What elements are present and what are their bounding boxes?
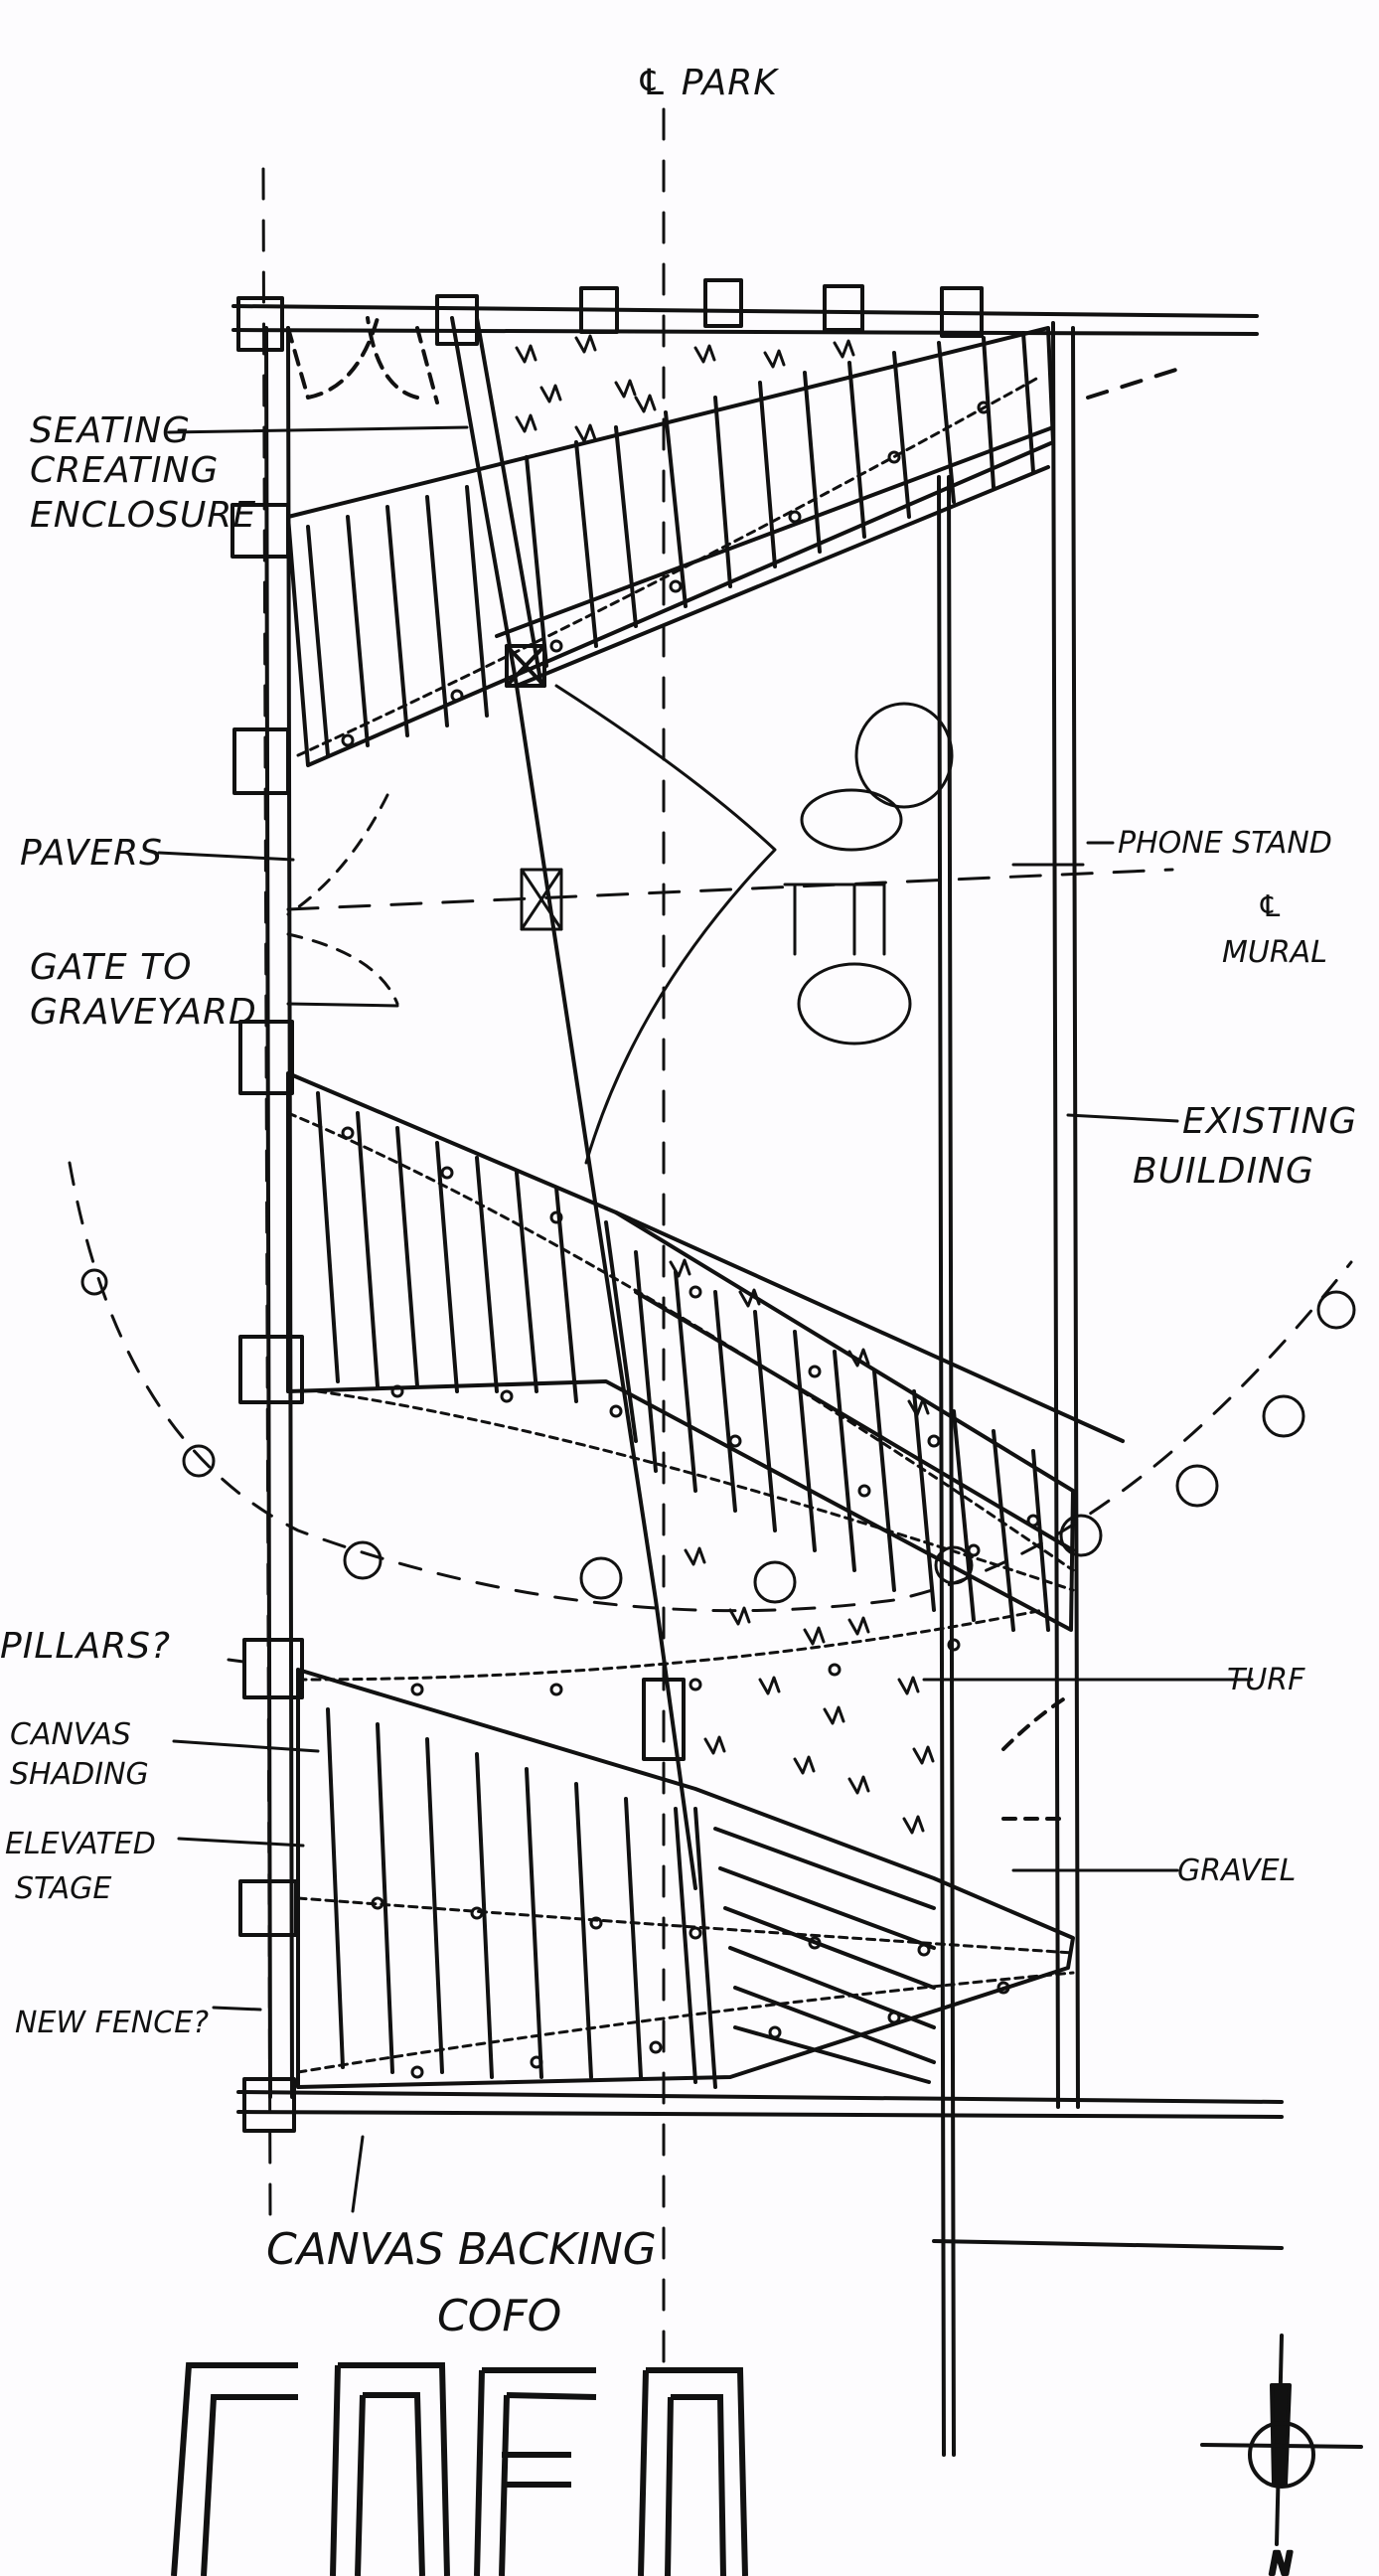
mural-label-1: ℄ bbox=[1257, 889, 1284, 924]
existing-building-label-1: EXISTING bbox=[1182, 1101, 1357, 1142]
fence-label: NEW FENCE? bbox=[15, 2006, 209, 2040]
seating-enclosure-middle bbox=[286, 1071, 1125, 1632]
canvas-backing-label: CANVAS BACKING bbox=[266, 2224, 657, 2275]
string-lights-middle bbox=[286, 1111, 1075, 1592]
post-left-3 bbox=[238, 1020, 294, 1095]
string-lights-bottom bbox=[296, 1608, 1075, 2079]
canvas-shading-label-1: CANVAS bbox=[10, 1717, 131, 1752]
annotations: ℄ PARK SEATING CREATING ENCLOSURE PAVERS… bbox=[0, 63, 1357, 2341]
pillars-label: PILLARS? bbox=[0, 1626, 171, 1667]
letter-o-1 bbox=[330, 2362, 450, 2576]
seating-label-2: CREATING bbox=[30, 450, 219, 491]
letter-o-2 bbox=[638, 2367, 748, 2576]
post-top-6 bbox=[940, 286, 984, 338]
site-boundary bbox=[230, 278, 1284, 2457]
gravel-label: GRAVEL bbox=[1177, 1853, 1296, 1888]
elevated-stage bbox=[296, 1668, 1075, 2089]
pavers-label: PAVERS bbox=[20, 833, 163, 874]
post-left-5 bbox=[242, 1638, 304, 1699]
pillar-round bbox=[80, 1268, 108, 1296]
stage-label-2: STAGE bbox=[15, 1871, 111, 1906]
seating-label-1: SEATING bbox=[30, 410, 191, 451]
mural-label-2: MURAL bbox=[1222, 935, 1327, 970]
string-lights-top bbox=[296, 376, 1040, 757]
pavers-gate bbox=[286, 684, 1085, 1165]
gate-label-2: GRAVEYARD bbox=[30, 992, 257, 1033]
pillar-arc bbox=[68, 1161, 1356, 1613]
post-top-5 bbox=[823, 284, 864, 332]
diagonal-path-edge bbox=[450, 316, 697, 1890]
existing-building-label-2: BUILDING bbox=[1133, 1151, 1314, 1192]
turf-label: TURF bbox=[1227, 1663, 1305, 1697]
stage-label-1: ELEVATED bbox=[5, 1827, 156, 1861]
post-top-3 bbox=[579, 286, 619, 334]
leader-lines bbox=[157, 425, 1254, 2213]
post-left-7 bbox=[242, 2077, 296, 2133]
post-top-4 bbox=[703, 278, 743, 328]
grass-tuft-icon bbox=[515, 344, 537, 364]
cofo-small-label: COFO bbox=[437, 2291, 561, 2341]
park-centerline-label: ℄ PARK bbox=[636, 63, 779, 103]
mural-centerline bbox=[286, 868, 1174, 911]
north-arrow-icon: N bbox=[1200, 2334, 1363, 2576]
gate-top bbox=[286, 316, 439, 404]
post-left-2 bbox=[232, 727, 290, 795]
canvas-shading-label-2: SHADING bbox=[10, 1757, 149, 1792]
letter-c bbox=[171, 2362, 298, 2576]
letter-f bbox=[474, 2367, 597, 2576]
gate-label-1: GATE TO bbox=[30, 947, 192, 988]
grass-tuft-icon bbox=[669, 1258, 691, 1278]
phone-stand-label: PHONE STAND bbox=[1118, 826, 1332, 861]
cofo-large-lettering bbox=[171, 2362, 748, 2576]
seating-label-3: ENCLOSURE bbox=[30, 495, 256, 536]
plants-top bbox=[515, 334, 855, 443]
post-top-1 bbox=[236, 296, 284, 352]
string-light-icon bbox=[341, 733, 355, 747]
north-label: N bbox=[1270, 2547, 1292, 2576]
post-left-4 bbox=[238, 1335, 304, 1404]
turf-plants bbox=[669, 1258, 935, 1835]
phone-stand-light bbox=[854, 702, 954, 809]
seating-enclosure-top bbox=[286, 316, 1055, 1890]
